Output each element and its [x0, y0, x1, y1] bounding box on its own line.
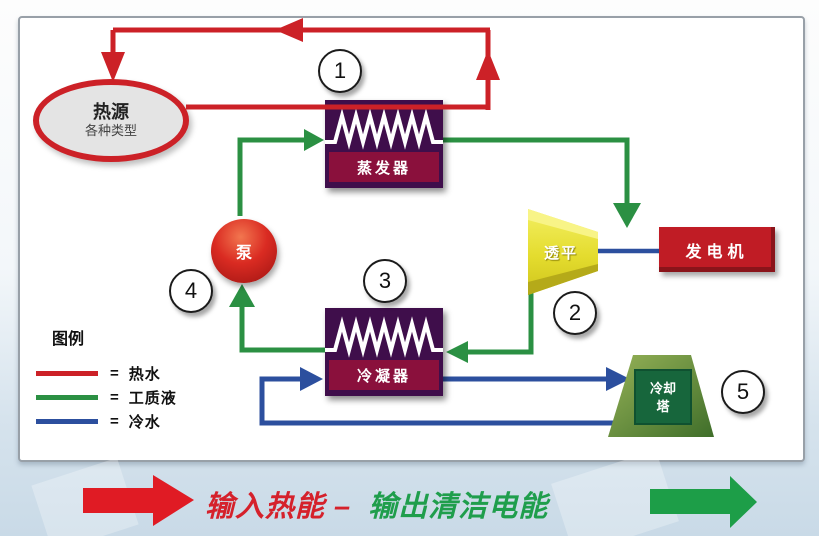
turbine-shape-icon	[528, 209, 598, 295]
arrow-into-evaporator	[304, 129, 324, 151]
step-marker-4: 4	[169, 269, 213, 313]
hot-water-line-swatch	[36, 370, 98, 376]
cooling-tower-label-line2: 塔	[656, 399, 670, 414]
cooling-tower: 冷却 塔	[603, 352, 719, 440]
output-arrow-icon	[650, 476, 757, 528]
working-fluid-line	[237, 137, 630, 355]
evaporator: 蒸发器	[325, 100, 443, 188]
cooling-tower-label: 冷却 塔	[635, 372, 691, 424]
step-marker-2: 2	[553, 291, 597, 335]
arrow-into-condenser	[446, 341, 468, 363]
legend-label: 热水	[128, 365, 161, 383]
step-number: 4	[184, 278, 198, 303]
equals-sign: =	[110, 364, 119, 382]
heat-source-title: 热源	[93, 101, 129, 122]
cold-water-line	[259, 376, 614, 426]
step-marker-3: 3	[363, 259, 407, 303]
cooling-tower-label-line1: 冷却	[649, 380, 676, 396]
legend: 图例 = 热水 = 工质液 = 冷水	[36, 325, 206, 433]
generator-label: 发电机	[685, 243, 749, 261]
pump-label: 泵	[235, 245, 252, 262]
step-number: 5	[736, 379, 750, 404]
evaporator-label: 蒸发器	[329, 152, 439, 182]
turbine-label: 透平	[543, 245, 578, 262]
hot-water-line	[110, 27, 491, 110]
pump: 泵	[211, 219, 277, 283]
banner-output-text: 输出清洁电能	[368, 491, 549, 523]
working-fluid-arrowheads	[229, 129, 641, 363]
heat-source-subtitle: 各种类型	[84, 122, 137, 138]
legend-row-hot-water: = 热水	[36, 361, 206, 385]
step-marker-1: 1	[318, 49, 362, 93]
equals-sign: =	[110, 412, 119, 430]
legend-row-cold-water: = 冷水	[36, 409, 206, 433]
condenser-label: 冷凝器	[329, 360, 439, 390]
arrow-into-tower	[606, 367, 630, 391]
banner-caption: 输入热能 – 输出清洁电能	[205, 483, 605, 525]
legend-label: 工质液	[128, 389, 177, 407]
cold-water-arrowheads	[300, 367, 630, 391]
step-number: 2	[568, 300, 582, 325]
step-marker-5: 5	[721, 370, 765, 414]
cold-water-line-swatch	[36, 418, 98, 424]
hot-water-arrowheads	[101, 18, 500, 82]
legend-label: 冷水	[128, 413, 161, 431]
equals-sign: =	[110, 388, 119, 406]
arrow-left-top-run	[275, 18, 303, 42]
arrow-into-condenser-cold	[300, 367, 323, 391]
condenser: 冷凝器	[325, 308, 443, 396]
arrow-into-turbine	[613, 203, 641, 228]
step-number: 1	[333, 58, 347, 83]
cooling-tower-shape-icon	[608, 355, 714, 437]
input-arrow-icon	[83, 475, 194, 526]
arrow-into-heat-source	[101, 52, 125, 82]
arrow-into-pump	[229, 284, 255, 307]
generator: 发电机	[659, 227, 775, 272]
legend-row-working-fluid: = 工质液	[36, 385, 206, 409]
heat-exchanger-coil-icon	[325, 108, 443, 150]
working-fluid-line-swatch	[36, 394, 98, 400]
heat-source: 热源 各种类型	[33, 79, 189, 162]
step-number: 3	[378, 268, 392, 293]
turbine: 透平	[527, 205, 601, 297]
banner-input-text: 输入热能 –	[205, 491, 352, 523]
heat-exchanger-coil-icon	[325, 316, 443, 358]
arrow-up-right-riser	[476, 50, 500, 80]
legend-title: 图例	[52, 331, 85, 348]
